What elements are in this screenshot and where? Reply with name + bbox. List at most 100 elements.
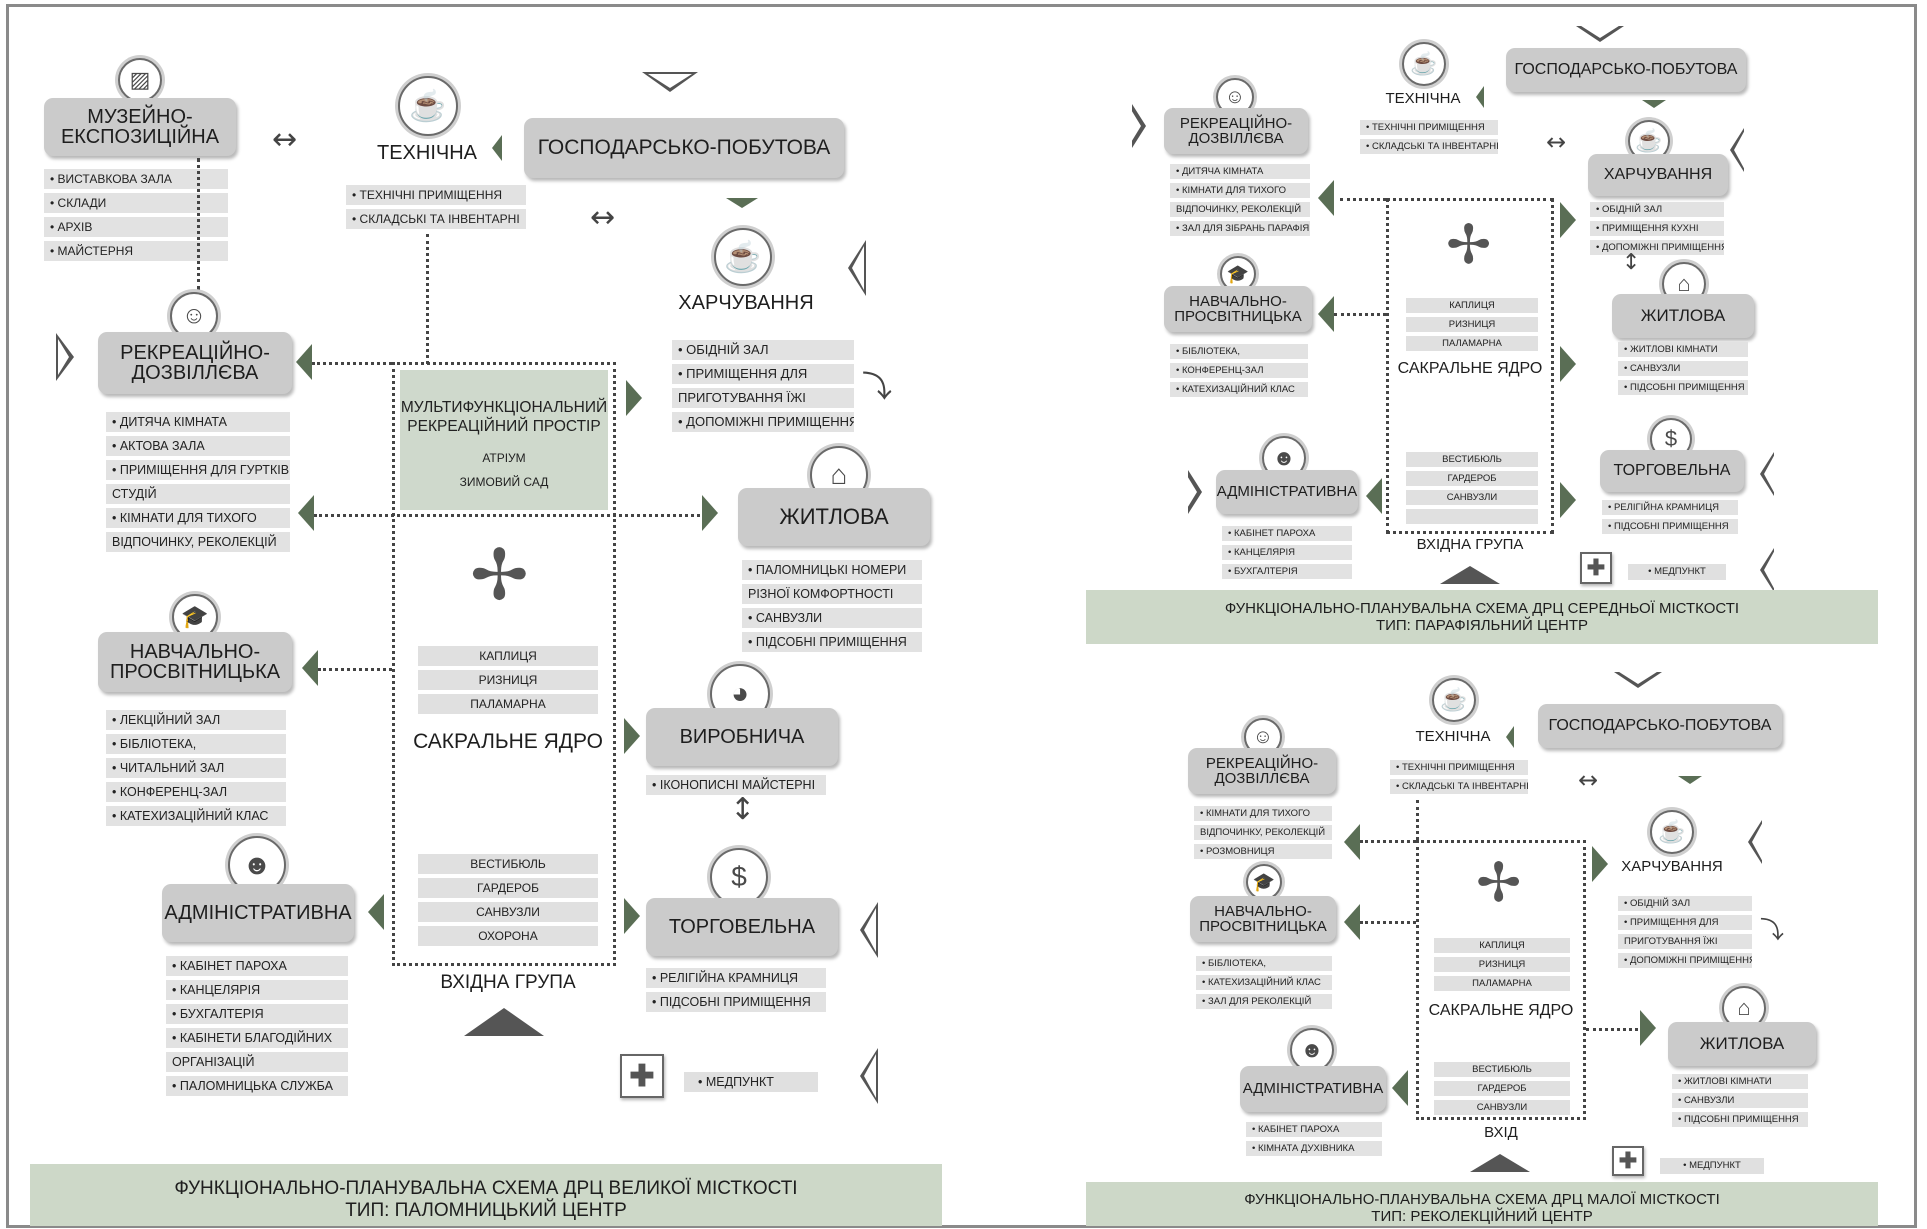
connector-arrow xyxy=(726,198,758,208)
educational-header: НАВЧАЛЬНО- ПРОСВІТНИЦЬКА xyxy=(98,632,292,692)
list-item: • ЖИТЛОВІ КІМНАТИ xyxy=(1672,1074,1808,1089)
connector-arrow xyxy=(1344,904,1360,940)
outside-entry-marker xyxy=(1760,452,1776,496)
list-item: • КІМНАТИ ДЛЯ ТИХОГО xyxy=(106,508,290,528)
educational-list: • БІБЛІОТЕКА, • КОНФЕРЕНЦ-ЗАЛ • КАТЕХИЗА… xyxy=(1170,344,1308,401)
double-arrow-icon: ↔ xyxy=(1578,766,1599,794)
entrance-item: ОХОРОНА xyxy=(418,926,598,946)
list-item: • КІМНАТИ ДЛЯ ТИХОГО xyxy=(1194,806,1332,821)
production-list: • ІКОНОПИСНІ МАЙСТЕРНІ xyxy=(646,775,826,799)
entrance-item: САНВУЗЛИ xyxy=(1434,1100,1570,1115)
connector-arrow xyxy=(1560,202,1576,238)
outside-entry-marker xyxy=(1760,548,1776,592)
list-item: • ПАЛОМНИЦЬКІ НОМЕРИ xyxy=(742,560,922,580)
cup-icon: ☕ xyxy=(1402,42,1446,86)
trade-header: ТОРГОВЕЛЬНА xyxy=(1600,450,1744,492)
list-item: • ПІДСОБНІ ПРИМІЩЕННЯ xyxy=(1672,1112,1808,1127)
sacristy-item: РИЗНИЦЯ xyxy=(418,670,598,690)
paramonar-item: ПАЛАМАРНА xyxy=(1434,976,1570,991)
residential-header: ЖИТЛОВА xyxy=(1612,294,1754,338)
educational-list: • ЛЕКЦІЙНИЙ ЗАЛ • БІБЛІОТЕКА, • ЧИТАЛЬНИ… xyxy=(106,710,286,830)
orthodox-cross-icon: ✢ xyxy=(1476,851,1522,914)
double-arrow-icon: ↕ xyxy=(730,792,756,827)
connector-arrow xyxy=(1318,180,1334,216)
list-item: • РЕЛІГІЙНА КРАМНИЦЯ xyxy=(1602,500,1738,515)
cup-icon: ☕ xyxy=(398,76,458,136)
main-entrance-marker xyxy=(1470,1154,1530,1172)
list-item: • САНВУЗЛИ xyxy=(742,608,922,628)
list-item: • МАЙСТЕРНЯ xyxy=(44,241,228,261)
caption-line-2: ТИП: ПАРАФІЯЛЬНИЙ ЦЕНТР xyxy=(1375,617,1589,635)
list-item: • БІБЛІОТЕКА, xyxy=(106,734,286,754)
list-item: • КОНФЕРЕНЦ-ЗАЛ xyxy=(1170,363,1308,378)
list-item: • СКЛАДСЬКІ ТА ІНВЕНТАРНІ xyxy=(346,209,526,229)
chapel-item: КАПЛИЦЯ xyxy=(1434,938,1570,953)
list-item: РІЗНОЇ КОМФОРТНОСТІ xyxy=(742,584,922,604)
list-item: • КІМНАТИ ДЛЯ ТИХОГО xyxy=(1170,183,1310,198)
list-item: • ПРИМІЩЕННЯ ДЛЯ xyxy=(1618,915,1752,930)
winter-garden-label: ЗИМОВИЙ САД xyxy=(459,474,549,489)
museum-list: • ВИСТАВКОВА ЗАЛА • СКЛАДИ • АРХІВ • МАЙ… xyxy=(44,169,228,265)
outside-entry-marker xyxy=(1576,24,1624,42)
connector-line xyxy=(197,158,200,290)
list-item: • КАБІНЕТ ПАРОХА xyxy=(1222,526,1352,541)
outside-entry-marker xyxy=(56,333,74,381)
main-entrance-marker xyxy=(464,1008,544,1036)
core-boundary xyxy=(1386,198,1554,534)
entrance-group-label: ВХІДНА ГРУПА xyxy=(440,972,576,993)
list-item: • КАНЦЕЛЯРІЯ xyxy=(166,980,348,1000)
list-item: • ЗАЛ ДЛЯ РЕКОЛЕКЦІЙ xyxy=(1196,994,1332,1009)
list-item: • АРХІВ xyxy=(44,217,228,237)
sacristy-item: РИЗНИЦЯ xyxy=(1406,317,1538,332)
recreation-header: РЕКРЕАЦІЙНО- ДОЗВІЛЛЄВА xyxy=(1164,108,1308,154)
caption-line-1: ФУНКЦІОНАЛЬНО-ПЛАНУВАЛЬНА СХЕМА ДРЦ СЕРЕ… xyxy=(1224,600,1740,617)
admin-header: АДМІНІСТРАТИВНА xyxy=(1240,1066,1386,1112)
list-item: • САНВУЗЛИ xyxy=(1672,1093,1808,1108)
list-item: • КАТЕХИЗАЦІЙНИЙ КЛАС xyxy=(1196,975,1332,990)
catering-title: ХАРЧУВАННЯ xyxy=(678,292,814,314)
catering-list: • ОБІДНІЙ ЗАЛ • ПРИМІЩЕННЯ ДЛЯ ПРИГОТУВА… xyxy=(672,340,854,436)
connector-line xyxy=(312,362,392,365)
entrance-item: ГАРДЕРОБ xyxy=(418,878,598,898)
trade-list: • РЕЛІГІЙНА КРАМНИЦЯ • ПІДСОБНІ ПРИМІЩЕН… xyxy=(1602,500,1738,538)
connector-line xyxy=(1340,198,1386,201)
connector-arrow xyxy=(626,380,642,416)
list-item: • КАБІНЕТИ БЛАГОДІЙНИХ xyxy=(166,1028,348,1048)
list-item: • ДОПОМІЖНІ ПРИМІЩЕННЯ xyxy=(1618,953,1752,968)
entrance-item: ВЕСТИБЮЛЬ xyxy=(418,854,598,874)
list-item: • ПРИМІЩЕННЯ ДЛЯ ГУРТКІВ ТА xyxy=(106,460,290,480)
educational-list: • БІБЛІОТЕКА, • КАТЕХИЗАЦІЙНИЙ КЛАС • ЗА… xyxy=(1196,956,1332,1013)
catering-header: ХАРЧУВАННЯ xyxy=(1588,154,1728,196)
entrance-group-label: ВХІДНА ГРУПА xyxy=(1416,536,1524,553)
medical-cross-icon: ✚ xyxy=(620,1054,664,1098)
large-scheme-caption: ФУНКЦІОНАЛЬНО-ПЛАНУВАЛЬНА СХЕМА ДРЦ ВЕЛИ… xyxy=(30,1164,942,1226)
list-item: • ПРИМІЩЕННЯ ДЛЯ xyxy=(672,364,854,384)
list-item: • ДОПОМІЖНІ ПРИМІЩЕННЯ xyxy=(1590,240,1724,255)
list-item: • СКЛАДИ xyxy=(44,193,228,213)
list-item: ОРГАНІЗАЦІЙ xyxy=(166,1052,348,1072)
connector-line xyxy=(314,514,700,517)
recreation-list: • ДИТЯЧА КІМНАТА • АКТОВА ЗАЛА • ПРИМІЩЕ… xyxy=(106,412,290,556)
multifunctional-title: МУЛЬТИФУНКЦІОНАЛЬНИЙ РЕКРЕАЦІЙНИЙ ПРОСТІ… xyxy=(400,399,608,436)
entrance-item: САНВУЗЛИ xyxy=(1406,490,1538,505)
connector-line xyxy=(1586,1028,1638,1031)
catering-title: ХАРЧУВАННЯ xyxy=(1621,858,1723,875)
entrance-item-empty xyxy=(1406,509,1538,524)
list-item: ВІДПОЧИНКУ, РЕКОЛЕКЦІЙ xyxy=(106,532,290,552)
cup-icon: ☕ xyxy=(1432,678,1476,722)
service-arrow-icon: ⤵ xyxy=(1760,916,1784,944)
list-item: • ЗАЛ ДЛЯ ЗІБРАНЬ ПАРАФІЯН xyxy=(1170,221,1310,236)
household-header: ГОСПОДАРСЬКО-ПОБУТОВА xyxy=(1506,48,1746,92)
list-item: • АКТОВА ЗАЛА xyxy=(106,436,290,456)
connector-arrow xyxy=(1392,1070,1408,1106)
list-item: • КІМНАТА ДУХІВНИКА xyxy=(1246,1141,1382,1156)
household-header: ГОСПОДАРСЬКО-ПОБУТОВА xyxy=(1538,704,1782,748)
connector-arrow xyxy=(1476,86,1484,108)
connector-arrow xyxy=(1344,824,1360,860)
educational-header: НАВЧАЛЬНО- ПРОСВІТНИЦЬКА xyxy=(1190,896,1336,942)
list-item: • ПІДСОБНІ ПРИМІЩЕННЯ xyxy=(646,992,826,1012)
connector-arrow xyxy=(296,344,312,380)
sacral-core-label: САКРАЛЬНЕ ЯДРО xyxy=(1428,1002,1574,1019)
atrium-label: АТРІУМ xyxy=(482,450,526,465)
list-item: • РОЗМОВНИЦЯ xyxy=(1194,844,1332,859)
